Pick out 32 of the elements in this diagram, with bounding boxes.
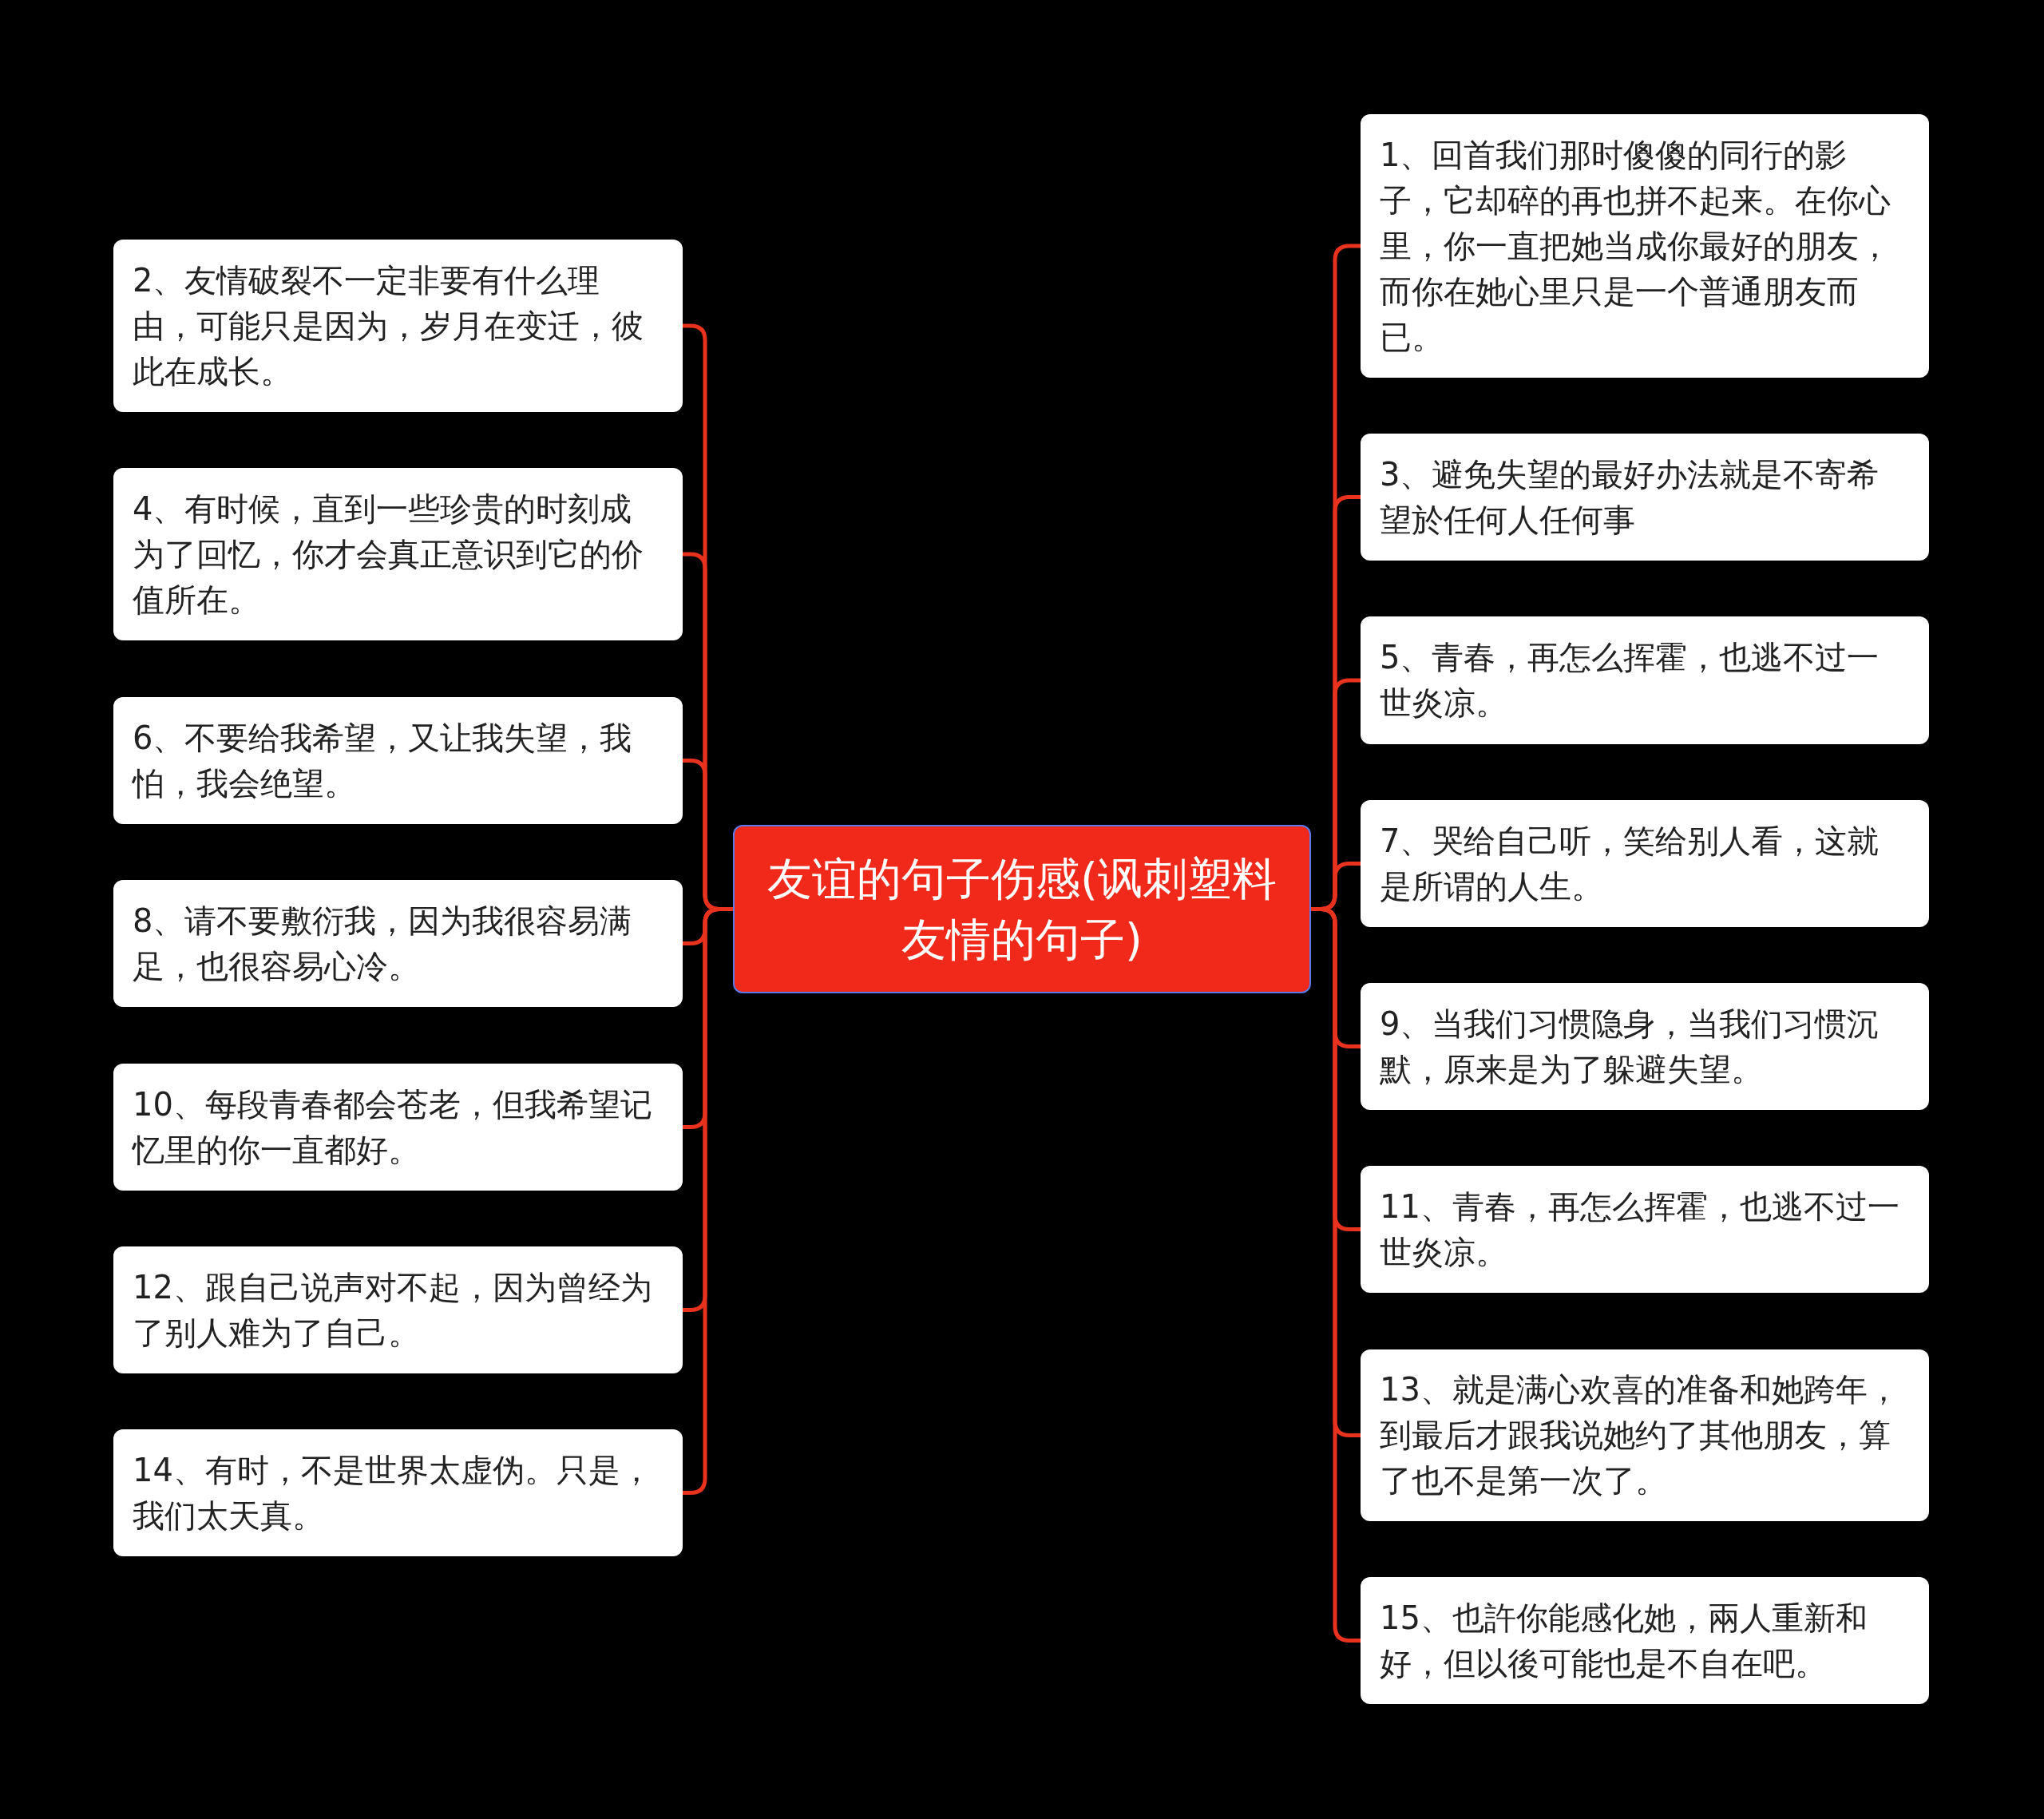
quote-text: 14、有时，不是世界太虚伪。只是，我们太天真。	[132, 1450, 653, 1536]
text-card	[113, 1429, 683, 1556]
quote-text: 10、每段青春都会苍老，但我希望记忆里的你一直都好。	[131, 1084, 653, 1170]
text-card	[113, 1246, 683, 1373]
text-card	[1361, 114, 1929, 378]
text-card	[1361, 1166, 1929, 1293]
text-card	[1361, 800, 1929, 927]
text-card	[113, 880, 683, 1007]
quote-text: 15、也許你能感化她，兩人重新和好，但以後可能也是不自在吧。	[1379, 1598, 1868, 1683]
text-card	[1361, 1577, 1929, 1704]
text-card	[113, 240, 683, 412]
quote-text: 8、请不要敷衍我，因为我很容易满足，也很容易心冷。	[132, 901, 633, 986]
quote-text: 13、就是满心欢喜的准备和她跨年，到最后才跟我说她约了其他朋友，算了也不是第一次了。	[1379, 1370, 1900, 1500]
text-card	[1361, 616, 1929, 744]
quote-text: 4、有时候，直到一些珍贵的时刻成为了回忆，你才会真正意识到它的价值所在。	[132, 489, 644, 620]
quote-text: 3、避免失望的最好办法就是不寄希望於任何人任何事	[1379, 454, 1880, 540]
quote-text: 12、跟自己说声对不起，因为曾经为了别人难为了自己。	[132, 1267, 653, 1353]
quote-text: 2、友情破裂不一定非要有什么理由，可能只是因为，岁月在变迁，彼此在成长。	[132, 260, 644, 391]
quote-text: 5、青春，再怎么挥霍，也逃不过一世炎凉。	[1379, 638, 1880, 723]
quote-text: 1、回首我们那时傻傻的同行的影子，它却碎的再也拼不起来。在你心里，你一直把她当成你最好的朋友，而你在她心里只是一个普通朋友而已。	[1379, 135, 1891, 357]
quote-text: 7、哭给自己听，笑给别人看，这就是所谓的人生。	[1379, 821, 1880, 906]
quote-text: 11、青春，再怎么挥霍，也逃不过一世炎凉。	[1379, 1187, 1900, 1272]
text-card	[1361, 983, 1929, 1110]
text-card	[113, 1064, 683, 1191]
text-card	[1361, 1349, 1929, 1521]
text-card	[1361, 434, 1929, 561]
quote-text: 9、当我们习惯隐身，当我们习惯沉默，原来是为了躲避失望。	[1379, 1004, 1880, 1089]
topic-text: 友谊的句子伤感(讽刺塑料友情的句子)	[766, 851, 1278, 967]
quote-text: 6、不要给我希望，又让我失望，我怕，我会绝望。	[131, 718, 633, 803]
topic-box	[733, 825, 1311, 993]
text-card	[113, 468, 683, 640]
text-card	[113, 697, 683, 824]
